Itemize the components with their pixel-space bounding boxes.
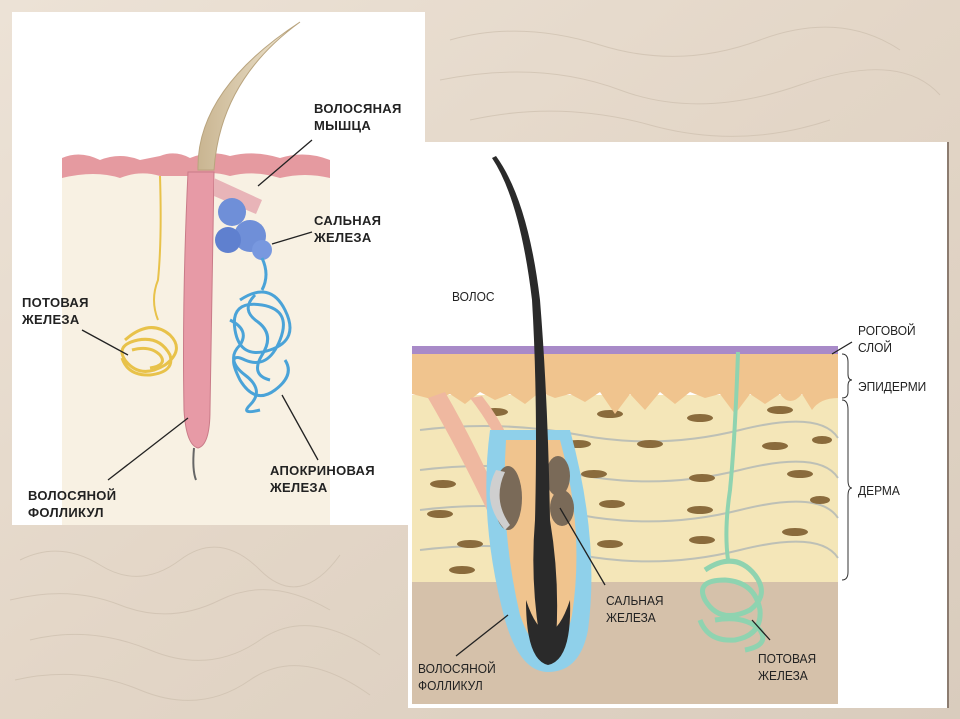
left-hair-follicle bbox=[183, 171, 215, 449]
right-sweat-duct bbox=[724, 351, 740, 561]
left-hair-root bbox=[192, 447, 197, 481]
label-sebaceous-right: САЛЬНАЯ ЖЕЛЕЗА bbox=[606, 593, 664, 625]
label-sweat-right: ПОТОВАЯ ЖЕЛЕЗА bbox=[758, 651, 817, 683]
left-apocrine-coil bbox=[229, 290, 292, 414]
left-skin-surface bbox=[62, 153, 330, 178]
left-hair-shaft bbox=[197, 21, 301, 171]
right-epidermis bbox=[412, 352, 838, 414]
right-pointers bbox=[455, 341, 853, 657]
label-sebaceous-left: САЛЬНАЯ ЖЕЛЕЗА bbox=[314, 213, 382, 245]
label-epidermis: ЭПИДЕРМИ bbox=[858, 379, 927, 394]
label-dermis: ДЕРМА bbox=[858, 483, 900, 498]
label-hair-muscle: ВОЛОСЯНАЯ МЫШЦА bbox=[314, 101, 402, 133]
label-stratum-corneum: РОГОВОЙ СЛОЙ bbox=[858, 323, 916, 355]
right-hair-shaft bbox=[492, 156, 558, 640]
right-sweat-coil bbox=[697, 558, 766, 653]
dermis-cells bbox=[427, 406, 832, 574]
dermis-bracket bbox=[841, 399, 853, 581]
label-apocrine: АПОКРИНОВАЯ ЖЕЛЕЗА bbox=[270, 463, 375, 495]
texture-lines bbox=[9, 26, 941, 701]
label-hair: ВОЛОС bbox=[452, 289, 495, 304]
left-hair-muscle bbox=[214, 178, 262, 214]
left-apocrine-duct bbox=[260, 257, 268, 291]
right-hypodermis bbox=[412, 580, 838, 704]
label-follicle-left: ВОЛОСЯНОЙ ФОЛЛИКУЛ bbox=[28, 488, 117, 520]
label-follicle-right: ВОЛОСЯНОЙ ФОЛЛИКУЛ bbox=[418, 661, 496, 693]
left-sweat-coil bbox=[120, 326, 178, 377]
right-follicle-sheath bbox=[489, 470, 510, 530]
epidermis-bracket bbox=[841, 353, 853, 399]
left-sebaceous-gland bbox=[215, 198, 272, 260]
label-sweat-left: ПОТОВАЯ ЖЕЛЕЗА bbox=[22, 295, 89, 327]
right-hair-bulb bbox=[526, 600, 571, 665]
left-pointers bbox=[81, 139, 319, 481]
right-stratum-corneum bbox=[412, 346, 838, 354]
left-sweat-duct bbox=[153, 175, 162, 321]
